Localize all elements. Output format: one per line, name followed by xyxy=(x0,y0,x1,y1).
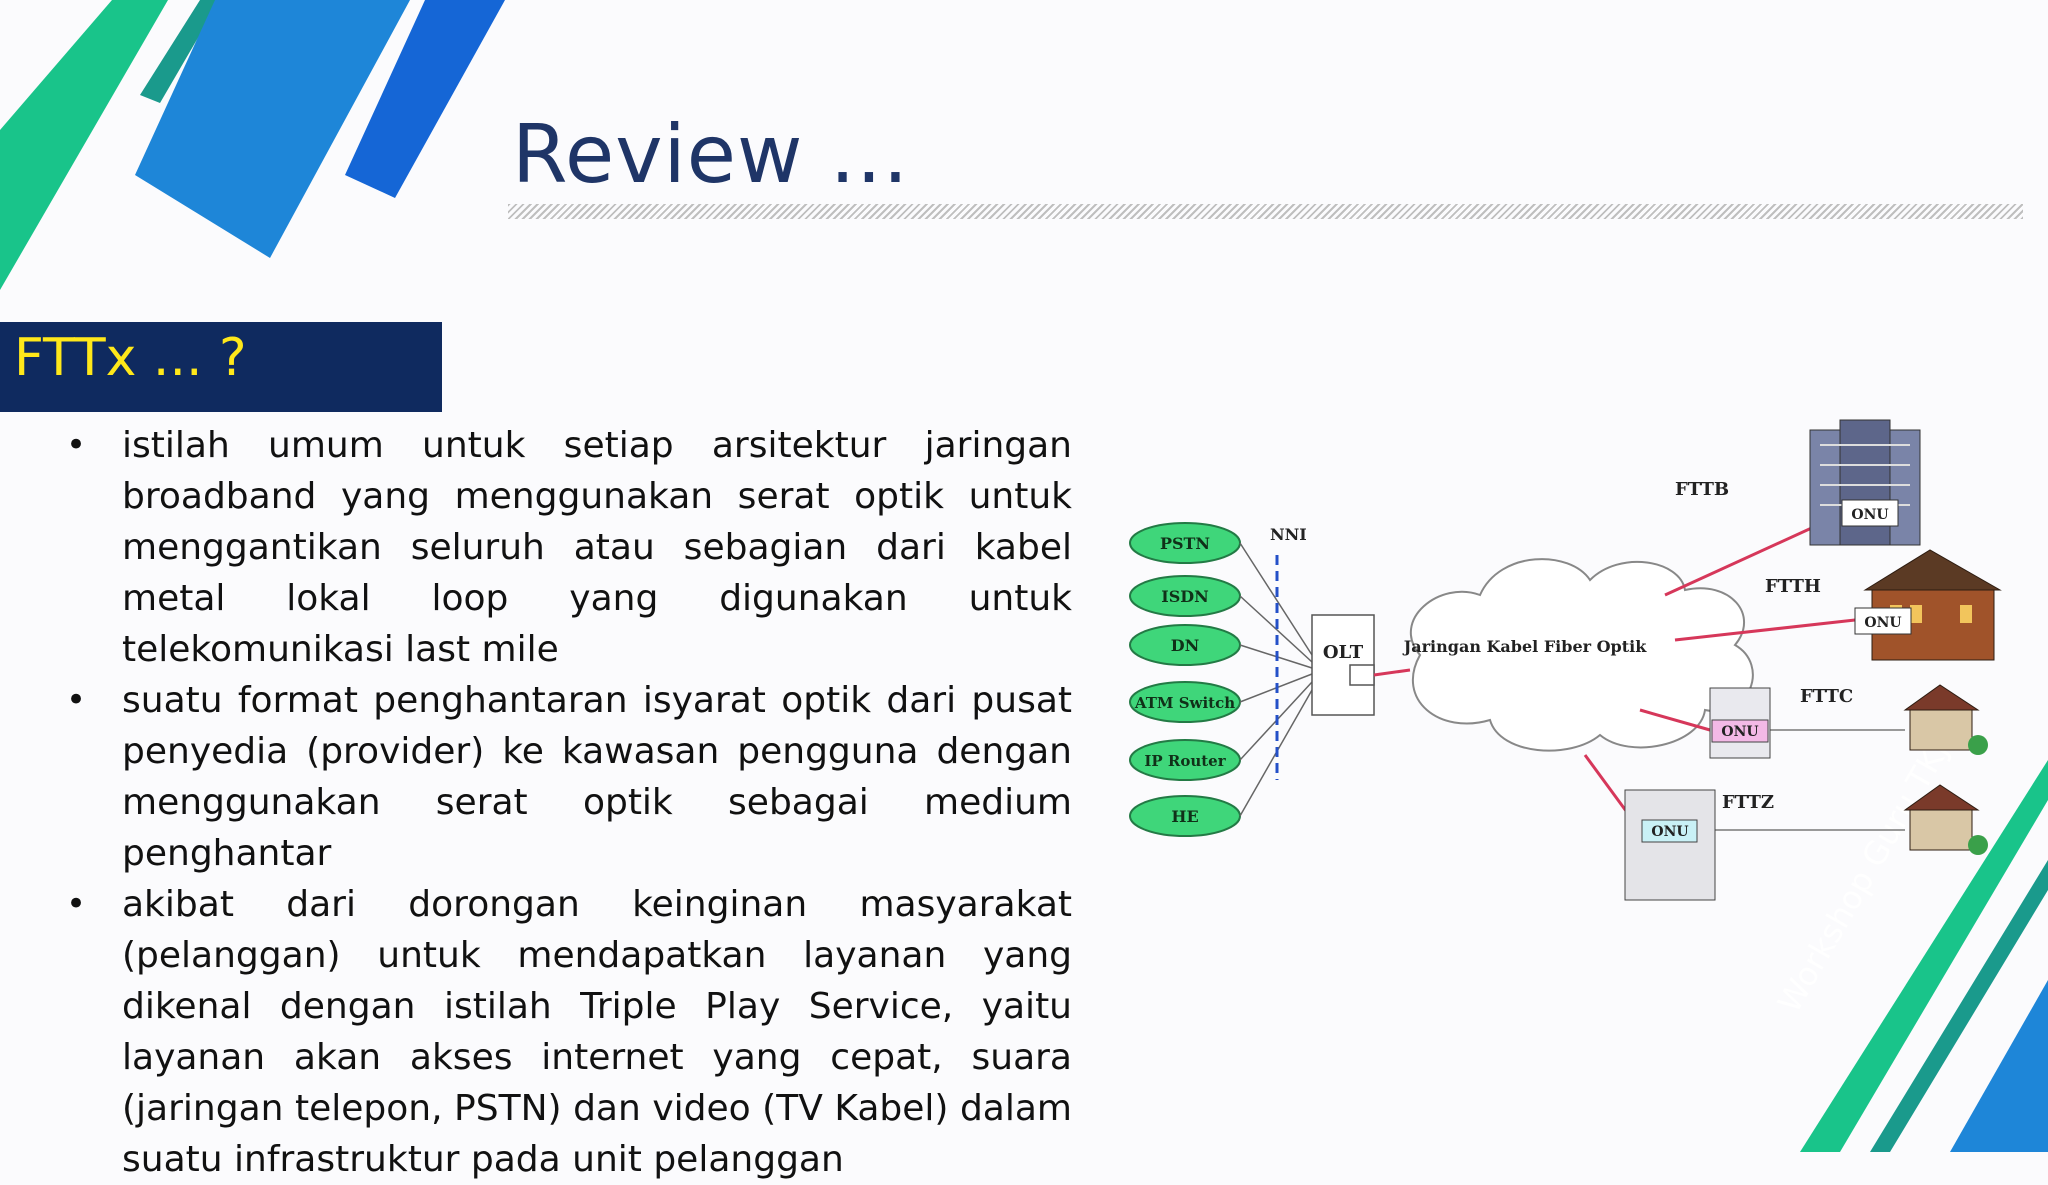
olt-cloud-link xyxy=(1373,668,1411,677)
service-label: HE xyxy=(1171,807,1198,826)
ftth-house: ONU xyxy=(1854,549,2002,661)
service-node-pstn: PSTN xyxy=(1129,522,1241,564)
onu-label: ONU xyxy=(1651,824,1688,840)
branch-label-fttz: FTTZ xyxy=(1722,792,1774,813)
fiber-cloud: Jaringan Kabel Fiber Optik xyxy=(1402,558,1754,752)
bullet-dot: • xyxy=(66,425,87,465)
fttc-cabinet: ONU xyxy=(1709,687,1771,759)
fttc-house xyxy=(1903,684,1988,755)
bullet-item: • istilah umum untuk setiap arsitektur j… xyxy=(60,420,1072,675)
service-node-isdn: ISDN xyxy=(1129,575,1241,617)
service-node-dn: DN xyxy=(1129,624,1241,666)
section-label: FTTx ... ? xyxy=(14,328,247,388)
olt-node: OLT xyxy=(1311,614,1375,716)
service-label: PSTN xyxy=(1160,534,1210,553)
title-underline xyxy=(508,204,2023,219)
copper-links xyxy=(1680,729,1905,831)
fttz-house xyxy=(1903,784,1988,855)
blue-stripe-top-left xyxy=(345,0,505,198)
fttx-diagram: PSTN ISDN DN ATM Switch IP Router HE xyxy=(1129,419,2002,901)
slide-title: Review ... xyxy=(512,108,910,201)
onu-label: ONU xyxy=(1721,724,1758,740)
green-stripe-top-left xyxy=(0,0,168,290)
fttz-cabinet: ONU xyxy=(1624,789,1716,901)
bullet-text: suatu format penghantaran isyarat optik … xyxy=(122,680,1072,874)
service-node-ip-router: IP Router xyxy=(1129,739,1241,781)
branch-label-fttb: FTTB xyxy=(1675,479,1729,500)
service-label: ISDN xyxy=(1161,587,1209,606)
branch-label-ftth: FTTH xyxy=(1765,576,1821,597)
bullet-text: akibat dari dorongan keinginan masyaraka… xyxy=(122,884,1072,1180)
bullet-dot: • xyxy=(66,884,87,924)
service-label: IP Router xyxy=(1144,752,1226,770)
bullet-item: • suatu format penghantaran isyarat opti… xyxy=(60,675,1072,879)
section-banner xyxy=(0,322,442,412)
bullet-list: • istilah umum untuk setiap arsitektur j… xyxy=(60,420,1072,1185)
bullet-text: istilah umum untuk setiap arsitektur jar… xyxy=(122,425,1072,670)
bullet-dot: • xyxy=(66,680,87,720)
onu-label: ONU xyxy=(1864,615,1901,631)
service-label: ATM Switch xyxy=(1134,694,1235,712)
service-node-atm-switch: ATM Switch xyxy=(1129,681,1241,723)
teal-stripe-top-left xyxy=(140,0,220,103)
service-connectors xyxy=(1239,542,1313,817)
blue-stripe-bottom-right xyxy=(1950,980,2048,1152)
nni-label: NNI xyxy=(1270,525,1307,544)
fttb-building: ONU xyxy=(1809,419,1921,546)
mid-blue-block-top-left xyxy=(135,0,410,258)
service-label: DN xyxy=(1171,636,1200,655)
branch-label-fttc: FTTC xyxy=(1800,686,1853,707)
olt-label: OLT xyxy=(1323,642,1364,663)
service-nodes: PSTN ISDN DN ATM Switch IP Router HE xyxy=(1129,522,1241,837)
onu-label: ONU xyxy=(1851,507,1888,523)
service-node-he: HE xyxy=(1129,795,1241,837)
cloud-label: Jaringan Kabel Fiber Optik xyxy=(1402,637,1648,656)
bullet-item: • akibat dari dorongan keinginan masyara… xyxy=(60,879,1072,1185)
